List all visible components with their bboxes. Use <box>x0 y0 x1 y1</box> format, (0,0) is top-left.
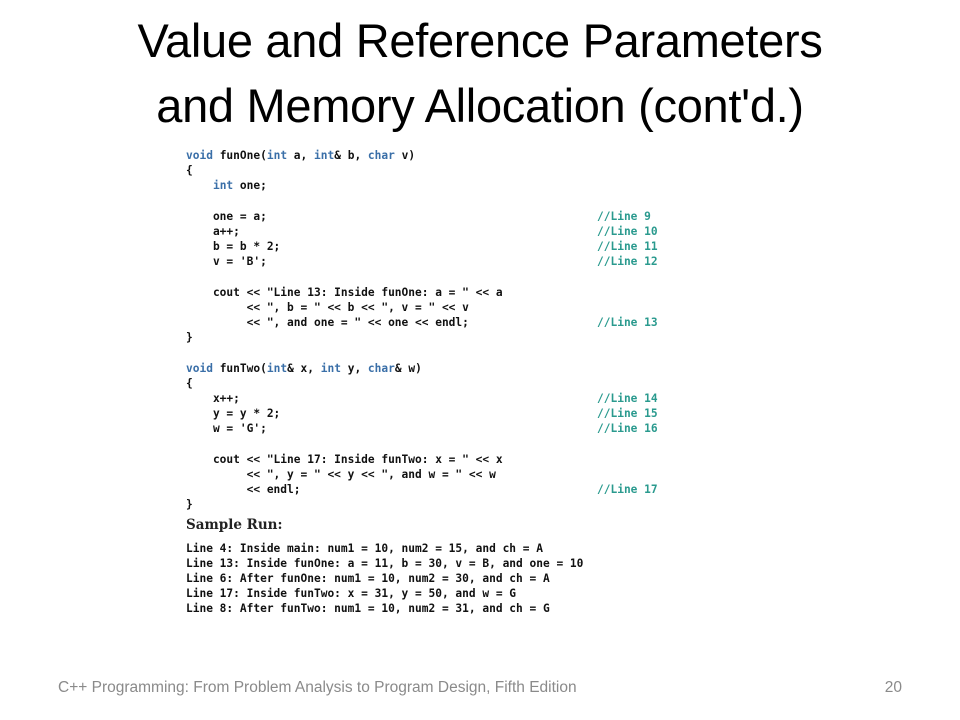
code-comment: //Line 16 <box>597 422 658 436</box>
code-comment: //Line 12 <box>597 255 658 269</box>
code-line: w = 'G';//Line 16 <box>186 422 658 436</box>
code-line: int one; <box>212 179 267 193</box>
code-blank-line <box>186 345 706 360</box>
code-comment: //Line 14 <box>597 392 658 405</box>
code-comment: //Line 17 <box>597 483 658 497</box>
sample-run-line: Line 17: Inside funTwo: x = 31, y = 50, … <box>186 587 517 601</box>
code-line: << ", b = " << b << ", v = " << v <box>186 300 469 314</box>
sample-run-heading: Sample Run: <box>186 516 283 533</box>
code-blank-line <box>186 194 706 209</box>
code-comment: //Line 9 <box>597 209 651 223</box>
code-line: } <box>186 331 193 345</box>
sample-run-output: Line 4: Inside main: num1 = 10, num2 = 1… <box>186 541 706 617</box>
code-line: << ", and one = " << one << endl;//Line … <box>186 316 658 330</box>
code-line: << endl;//Line 17 <box>186 483 658 497</box>
slide-title-line-2: and Memory Allocation (cont'd.) <box>156 79 804 132</box>
slide-title-line-1: Value and Reference Parameters <box>137 14 823 67</box>
code-line: v = 'B';//Line 12 <box>186 255 658 269</box>
code-line: one = a;//Line 9 <box>186 209 651 223</box>
code-line: y = y * 2;//Line 15 <box>186 407 658 421</box>
code-line: { <box>186 164 193 178</box>
sample-run-line: Line 6: After funOne: num1 = 10, num2 = … <box>186 571 550 585</box>
footer-source: C++ Programming: From Problem Analysis t… <box>58 679 577 696</box>
sample-run-line: Line 8: After funTwo: num1 = 10, num2 = … <box>186 602 550 616</box>
code-comment: //Line 15 <box>597 407 658 421</box>
code-line: void funTwo(int& x, int y, char& w) <box>186 361 422 375</box>
code-line: a++;//Line 10 <box>186 224 658 238</box>
code-listing: void funOne(int a, int& b, char v) { int… <box>186 148 706 616</box>
code-comment: //Line 13 <box>597 316 658 330</box>
code-line: x++;//Line 14 <box>186 392 658 405</box>
code-line: cout << "Line 17: Inside funTwo: x = " <… <box>186 452 503 466</box>
slide-title: Value and Reference Parameters and Memor… <box>0 8 960 138</box>
code-line: << ", y = " << y << ", and w = " << w <box>186 467 496 481</box>
code-line: cout << "Line 13: Inside funOne: a = " <… <box>186 285 503 299</box>
code-comment: //Line 11 <box>597 240 658 254</box>
code-line: } <box>186 498 193 512</box>
code-comment: //Line 10 <box>597 224 658 238</box>
code-line: b = b * 2;//Line 11 <box>186 240 658 254</box>
code-blank-line <box>186 437 706 452</box>
page-number: 20 <box>884 679 902 696</box>
code-line: { <box>186 376 193 390</box>
code-blank-line <box>186 270 706 285</box>
code-line: void funOne(int a, int& b, char v) <box>186 149 416 162</box>
sample-run-line: Line 13: Inside funOne: a = 11, b = 30, … <box>186 556 584 570</box>
sample-run-line: Line 4: Inside main: num1 = 10, num2 = 1… <box>186 541 543 555</box>
